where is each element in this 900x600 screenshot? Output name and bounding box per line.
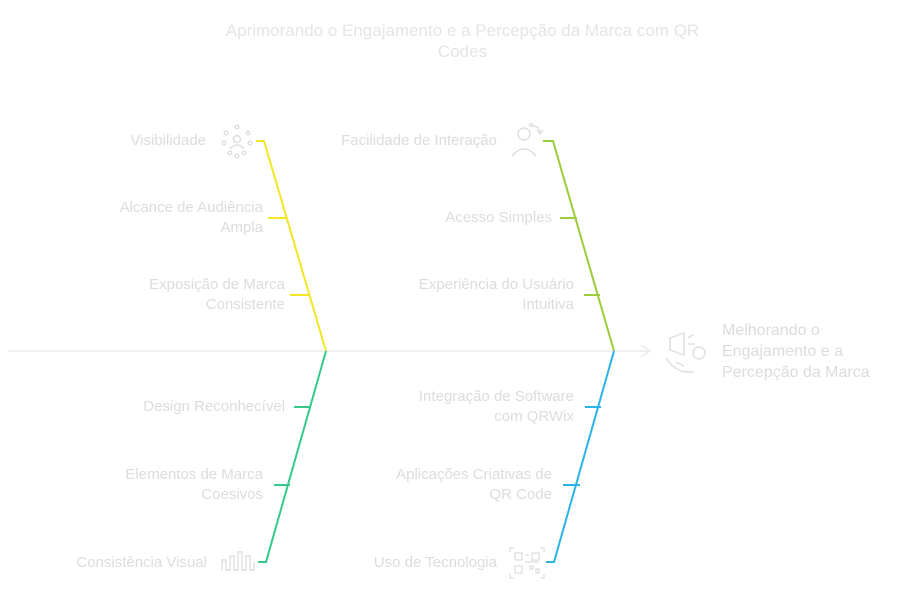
- cause-elementos-line-1: Elementos de Marca: [125, 466, 263, 483]
- user-interaction-icon: [511, 122, 544, 157]
- cause-exposicao: Exposição de Marca Consistente: [149, 275, 285, 315]
- cause-aplicacoes-line-2: QR Code: [489, 486, 552, 503]
- cause-design-line-1: Design Reconhecível: [143, 398, 285, 415]
- cause-experiencia-line-2: Intuitiva: [522, 296, 574, 313]
- cause-integracao-line-2: com QRWix: [494, 408, 574, 425]
- branch-line-visibilidade: [256, 140, 327, 352]
- cause-integracao: Integração de Software com QRWix: [419, 387, 574, 427]
- branch-line-tecnologia: [546, 350, 615, 563]
- cause-experiencia-line-1: Experiência do Usuário: [418, 276, 574, 293]
- cause-design: Design Reconhecível: [143, 397, 285, 417]
- cause-elementos-line-2: Coesivos: [201, 486, 263, 503]
- cause-experiencia: Experiência do Usuário Intuitiva: [419, 275, 574, 315]
- bar-pattern-icon: [221, 551, 255, 571]
- outcome-line-2: Engajamento e a: [722, 343, 843, 360]
- audience-network-icon: [221, 124, 253, 159]
- spine-arrowhead: [640, 344, 652, 358]
- qr-code-icon: [509, 547, 545, 579]
- branch-line-facilidade: [543, 140, 615, 352]
- outcome-line-1: Melhorando o: [722, 322, 820, 339]
- megaphone-hand-icon: [665, 332, 706, 373]
- branch-head-consistencia: Consistência Visual: [76, 554, 207, 571]
- cause-alcance: Alcance de Audiência Ampla: [120, 198, 263, 238]
- branch-head-facilidade: Facilidade de Interação: [341, 132, 497, 149]
- cause-aplicacoes-line-1: Aplicações Criativas de: [396, 466, 552, 483]
- cause-integracao-line-1: Integração de Software: [418, 388, 574, 405]
- cause-exposicao-line-1: Exposição de Marca: [149, 276, 285, 293]
- branch-line-consistencia: [258, 350, 327, 563]
- diagram-title: Aprimorando o Engajamento e a Percepção …: [225, 21, 700, 61]
- cause-aplicacoes: Aplicações Criativas de QR Code: [396, 465, 552, 505]
- outcome-line-3: Percepção da Marca: [722, 364, 870, 381]
- outcome-label: Melhorando o Engajamento e a Percepção d…: [722, 320, 870, 383]
- cause-alcance-line-1: Alcance de Audiência: [119, 199, 263, 216]
- branch-head-tecnologia: Uso de Tecnologia: [373, 554, 497, 571]
- cause-alcance-line-2: Ampla: [220, 219, 263, 236]
- cause-elementos: Elementos de Marca Coesivos: [125, 465, 263, 505]
- branch-head-visibilidade: Visibilidade: [130, 132, 206, 149]
- cause-acesso: Acesso Simples: [445, 208, 552, 228]
- cause-acesso-line-1: Acesso Simples: [445, 209, 552, 226]
- cause-exposicao-line-2: Consistente: [205, 296, 285, 313]
